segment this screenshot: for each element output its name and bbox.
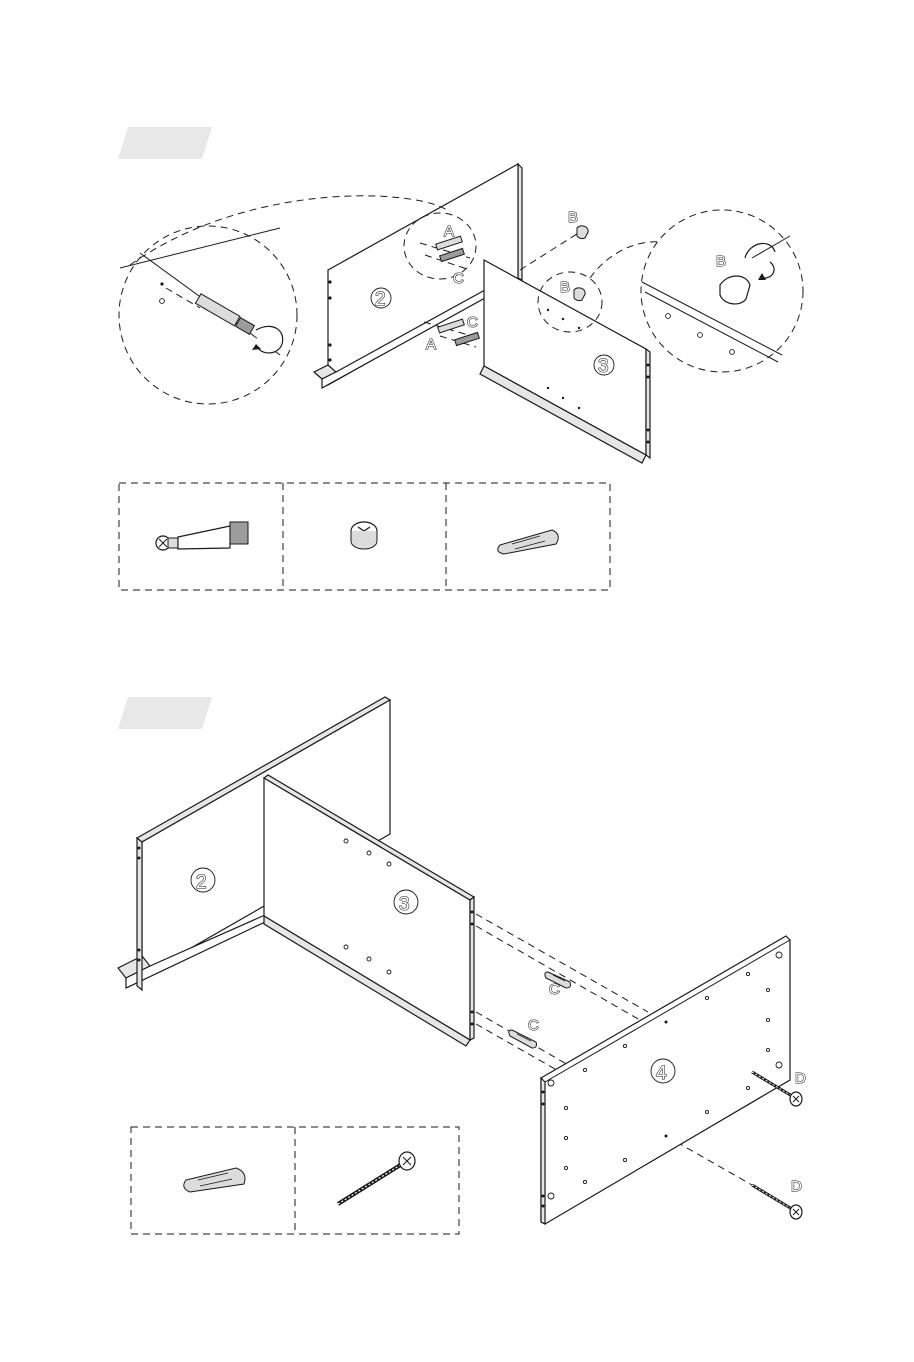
- label-A-bottom: A: [426, 336, 436, 353]
- magnifier-large-left: [119, 226, 297, 404]
- parts-box-1: [119, 483, 610, 590]
- step-2-tab: [118, 697, 212, 729]
- zoom-cam-bolt: [120, 228, 283, 355]
- label-C-top: C: [453, 270, 464, 287]
- step-1: 2 A C A C 3: [118, 127, 803, 590]
- screw-part: [338, 1152, 415, 1204]
- panel-3-number: 3: [598, 356, 609, 377]
- cam-lock-on-panel: [574, 288, 585, 301]
- step-2: 2 3 C: [118, 697, 806, 1234]
- panel-2-number-step2: 2: [196, 872, 207, 893]
- step-1-tab: [118, 127, 212, 159]
- label-C-bottom: C: [467, 314, 478, 331]
- label-B-near: B: [568, 209, 578, 226]
- parts-box-2: [131, 1127, 459, 1234]
- panel-4-step2: 4: [541, 936, 790, 1224]
- cam-lock-part: [351, 522, 377, 549]
- panel-2-number: 2: [375, 289, 386, 310]
- label-B-panel: B: [560, 279, 570, 296]
- wood-dowel-part-1: [498, 530, 559, 554]
- label-C-1-step2: C: [549, 981, 560, 998]
- label-D-2: D: [791, 1178, 802, 1195]
- label-B-zoom: B: [716, 253, 726, 270]
- label-C-2-step2: C: [528, 1017, 539, 1034]
- wood-dowel-part-2: [184, 1168, 245, 1192]
- cam-bolt-part: [156, 522, 248, 550]
- cam-lock-floating: [577, 226, 588, 239]
- label-D-1: D: [795, 1070, 806, 1087]
- label-A-top: A: [444, 223, 454, 240]
- panel-3-number-step2: 3: [399, 894, 410, 915]
- panel-4-number: 4: [656, 1063, 667, 1084]
